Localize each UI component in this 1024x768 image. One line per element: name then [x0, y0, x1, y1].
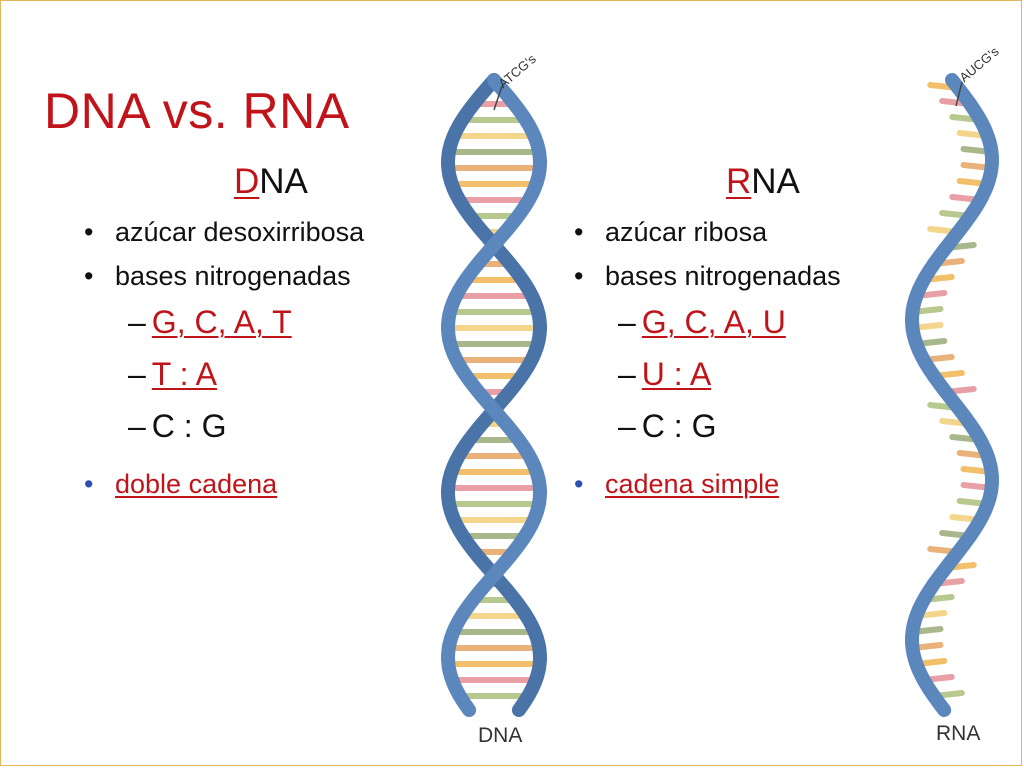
- dna-base-set-link[interactable]: G, C, A, T: [151, 304, 292, 340]
- bullet-glyph: •: [574, 217, 584, 247]
- rna-backbone-strand-a: [904, 73, 999, 717]
- list-item: • doble cadena: [84, 468, 364, 512]
- bullet-glyph: •: [84, 469, 94, 499]
- bullet-glyph: •: [574, 261, 584, 291]
- dna-feature-list: • azúcar desoxirribosa • bases nitrogenada…: [84, 216, 364, 512]
- rna-ua-pair-link[interactable]: U : A: [641, 356, 712, 392]
- bullet-glyph: •: [84, 261, 94, 291]
- list-spacer: [84, 460, 364, 468]
- dna-note-arrow: [493, 85, 503, 111]
- dna-ta-pair-link[interactable]: T : A: [151, 356, 218, 392]
- dna-backbone-strand-a: [441, 73, 547, 717]
- list-item: • azúcar ribosa: [574, 216, 841, 260]
- rna-heading: RNA: [726, 162, 800, 202]
- list-item: –G, C, A, T: [84, 304, 364, 356]
- dash-glyph: –: [128, 356, 146, 392]
- dna-strand-link[interactable]: doble cadena: [115, 469, 278, 499]
- list-item: • bases nitrogenadas: [84, 260, 364, 304]
- rna-strand-link[interactable]: cadena simple: [605, 469, 780, 499]
- rna-note-arrow: [955, 81, 963, 107]
- dash-glyph: –: [618, 304, 636, 340]
- list-item: –C : G: [84, 408, 364, 460]
- list-item: • azúcar desoxirribosa: [84, 216, 364, 260]
- dash-glyph: –: [128, 408, 146, 444]
- slide-title: DNA vs. RNA: [44, 83, 350, 139]
- dash-glyph: –: [128, 304, 146, 340]
- bullet-glyph: •: [84, 217, 94, 247]
- list-item: • cadena simple: [574, 468, 841, 512]
- rna-figure-label: RNA: [936, 722, 981, 745]
- list-spacer: [574, 460, 841, 468]
- rna-base-set-link[interactable]: G, C, A, U: [641, 304, 786, 340]
- rna-sugar: azúcar ribosa: [605, 217, 768, 247]
- list-item: • bases nitrogenadas: [574, 260, 841, 304]
- dna-sugar: azúcar desoxirribosa: [115, 217, 365, 247]
- dna-cg-pair: C : G: [151, 408, 227, 444]
- list-item: –U : A: [574, 356, 841, 408]
- list-item: –C : G: [574, 408, 841, 460]
- list-item: –T : A: [84, 356, 364, 408]
- bullet-glyph: •: [574, 469, 584, 499]
- list-item: –G, C, A, U: [574, 304, 841, 356]
- rna-bases: bases nitrogenadas: [605, 261, 841, 291]
- dash-glyph: –: [618, 408, 636, 444]
- rna-feature-list: •azúcar ribosa •bases nitrogenadas –G, C…: [574, 216, 841, 512]
- dna-heading: DNA: [234, 162, 308, 202]
- dna-bases: bases nitrogenadas: [115, 261, 351, 291]
- dna-heading-initial: D: [234, 162, 260, 201]
- rna-helix-illustration: [904, 73, 999, 717]
- dna-heading-rest: NA: [259, 162, 308, 201]
- dash-glyph: –: [618, 356, 636, 392]
- dna-helix-illustration: [441, 73, 547, 717]
- dna-backbone-strand-b: [441, 73, 547, 717]
- rna-heading-initial: R: [726, 162, 752, 201]
- dna-figure-label: DNA: [478, 724, 523, 747]
- rna-heading-rest: NA: [751, 162, 800, 201]
- rna-cg-pair: C : G: [641, 408, 717, 444]
